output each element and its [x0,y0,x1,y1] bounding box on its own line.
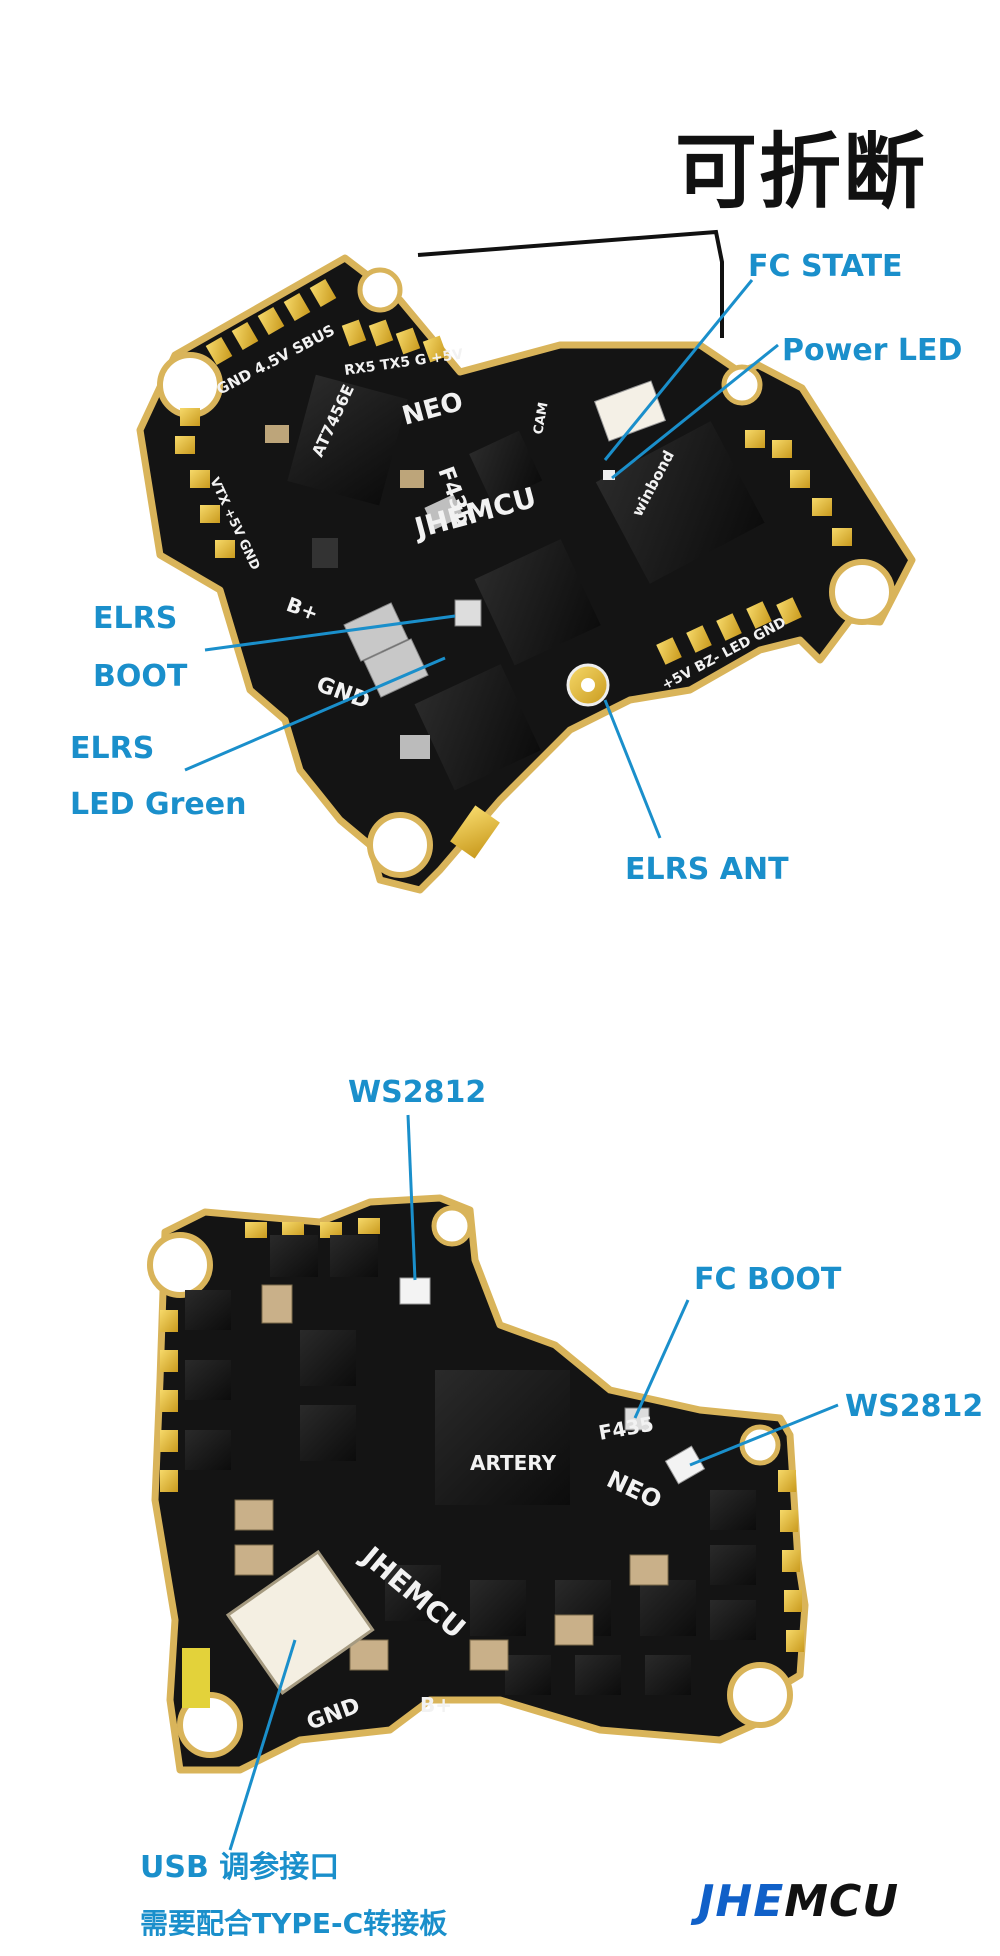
top-flight-controller-board: AT7456E winbond GND 4.5V SBUS RX5 TX5 G … [136,229,916,894]
label-elrs-ant: ELRS ANT [625,852,789,887]
power-led [603,470,615,480]
label-elrs-led-line2: LED Green [70,787,247,822]
label-elrs-boot-line1: ELRS [93,601,178,636]
breakable-heading: 可折断 [675,125,928,220]
solder-pads-right [450,430,852,859]
mount-hole-bottom-left [367,812,433,878]
small-component-c [312,538,338,568]
solder-pads-top [175,278,448,558]
capacitors-bottom [234,1284,669,1671]
crystal [424,494,464,530]
breakable-section-bracket [417,229,724,338]
fc-boot-button [624,1407,650,1431]
mcu-chip-bottom [435,1370,570,1505]
capacitor-a [343,602,409,662]
callout-line-elrs-ant [603,699,662,839]
mount-hole-bottom-tl [147,1232,213,1298]
mount-hole-top-right [721,364,763,406]
mount-hole-right [829,559,895,625]
bottom-flight-controller-board: ARTERY [147,1114,839,1851]
label-elrs-led-line1: ELRS [70,731,155,766]
mount-hole-bottom-br [727,1662,793,1728]
callout-line-ws2812-top [406,1114,417,1281]
label-fc-state: FC STATE [748,249,903,284]
small-chip [469,430,543,504]
silk-cam: CAM [531,401,551,436]
usb-connector [225,1549,375,1695]
elrs-chip [414,664,541,791]
silk-mcu: ARTERY [470,1451,557,1475]
mount-hole-top-center [357,267,403,313]
jhemcu-logo: JHEMCU [698,1880,899,1924]
callout-line-power-led [611,343,779,480]
logo-part-mcu: MCU [784,1876,900,1927]
label-ws2812-right: WS2812 [845,1389,984,1424]
label-fc-boot: FC BOOT [694,1262,842,1297]
connector-top [593,380,667,442]
label-elrs-boot-line2: BOOT [93,659,188,694]
antenna-connector-center [581,678,595,692]
callout-line-usb [228,1639,297,1851]
logo-part-jhe: JHE [698,1876,785,1927]
mcu-chip [474,539,601,666]
callout-line-elrs-boot [204,614,456,652]
small-component-d [400,735,430,759]
label-usb-line1: USB 调参接口 [140,1850,340,1885]
silk-bplus-bottom: B+ [420,1693,452,1717]
callout-line-ws2812-right [689,1403,839,1467]
mosfet-chips [185,1235,756,1695]
capacitor-b [363,638,429,698]
mount-hole-bottom-tr [431,1205,473,1247]
small-component-b [400,470,424,488]
small-component-a [265,425,289,443]
callout-line-elrs-led [184,656,446,772]
callout-line-fc-state [603,279,754,461]
label-power-led: Power LED [782,333,963,368]
label-ws2812-top: WS2812 [348,1075,487,1110]
label-usb-line2: 需要配合TYPE-C转接板 [140,1907,448,1940]
osd-chip: AT7456E [287,374,408,506]
ws2812-led-top [399,1277,431,1305]
callout-line-fc-boot [633,1299,690,1419]
elrs-boot-button [454,599,482,627]
mount-hole-top-left [157,352,223,418]
ws2812-led-right [664,1445,706,1485]
solder-pads-bottom [160,1218,804,1708]
